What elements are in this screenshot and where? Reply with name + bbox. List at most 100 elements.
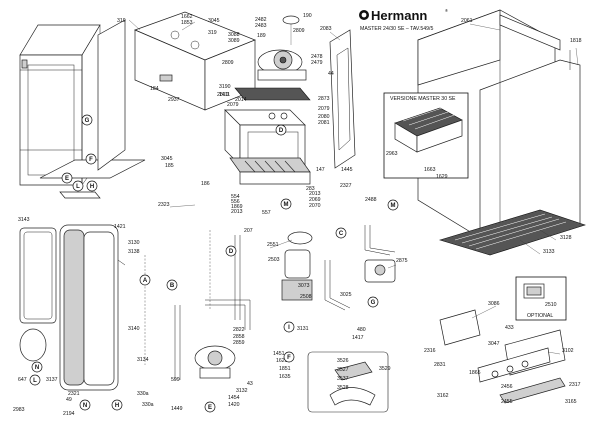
part-label: 3047 — [488, 341, 500, 347]
connection-callout: B — [166, 279, 178, 291]
part-label: 1417 — [352, 335, 364, 341]
part-label: 599 — [171, 377, 180, 383]
part-label: 2478 — [311, 54, 323, 60]
optional-box: 2510 OPTIONAL — [515, 276, 567, 321]
part-label: 3025 — [340, 292, 352, 298]
connection-callout: L — [29, 374, 41, 386]
part-label: 2508 — [300, 294, 312, 300]
hydraulic-group — [281, 231, 396, 301]
part-label: 2831 — [434, 362, 446, 368]
part-label: 2070 — [309, 203, 321, 209]
part-label: 2482 — [255, 17, 267, 23]
part-label: 2822 — [233, 327, 245, 333]
callout-letter: G — [371, 300, 376, 306]
part-label: 2323 — [158, 202, 170, 208]
inset-part-0: 2963 — [386, 151, 398, 157]
part-label: 1853 — [181, 20, 193, 26]
part-label: 2456 — [501, 384, 513, 390]
callout-circle — [111, 399, 123, 411]
part-label: 1451 — [273, 351, 285, 357]
part-label: 3529 — [379, 366, 391, 372]
callout-circle — [81, 114, 93, 126]
optional-label: OPTIONAL — [527, 313, 553, 319]
callout-circle — [275, 124, 287, 136]
part-label: 2061 — [461, 18, 473, 24]
part-label: 1449 — [171, 406, 183, 412]
callout-circle — [85, 153, 97, 165]
part-label: 2873 — [318, 96, 330, 102]
part-label: 2551 — [267, 242, 279, 248]
part-label: 433 — [505, 325, 514, 331]
part-label: 3088 — [228, 32, 240, 38]
part-label: 3128 — [560, 235, 572, 241]
part-label: 2875 — [396, 258, 408, 264]
part-label: 3137 — [46, 377, 58, 383]
connection-callout: H — [86, 180, 98, 192]
leader-lines — [128, 19, 579, 355]
connection-callout: C — [335, 227, 347, 239]
callout-circle — [280, 198, 292, 210]
part-label: 554 — [231, 194, 240, 200]
part-label: 1818 — [570, 38, 582, 44]
callout-letter: F — [89, 157, 93, 163]
part-label: 3086 — [488, 301, 500, 307]
part-label: 330a — [137, 391, 149, 397]
callout-letter: C — [339, 231, 344, 237]
callout-letter: M — [391, 203, 396, 209]
part-label: 3527 — [337, 367, 349, 373]
connection-callout: M — [387, 199, 399, 211]
part-label: 1411 — [219, 92, 230, 98]
part-label: 319 — [208, 30, 217, 36]
part-label: 3190 — [219, 84, 231, 90]
connection-callout: I — [283, 321, 295, 333]
control-panel — [439, 309, 566, 404]
callout-letter: D — [229, 249, 234, 255]
part-label: 1635 — [279, 374, 291, 380]
part-label: 2488 — [365, 197, 377, 203]
callout-letter: M — [284, 202, 289, 208]
connection-callout: D — [275, 124, 287, 136]
part-label: 1421 — [114, 224, 126, 230]
part-label: 2327 — [340, 183, 352, 189]
part-label: 147 — [316, 167, 325, 173]
inset-part-2: 1629 — [436, 174, 448, 180]
connection-callout: M — [280, 198, 292, 210]
part-label: 2455 — [501, 399, 513, 405]
part-label: 3089 — [228, 38, 240, 44]
callout-letter: I — [288, 325, 290, 331]
part-label: 480 — [357, 327, 366, 333]
part-label: 3526 — [337, 358, 349, 364]
part-label: 3537 — [337, 376, 349, 382]
connection-callout: G — [81, 114, 93, 126]
part-label: 2013 — [309, 191, 321, 197]
part-label: 1420 — [228, 402, 240, 408]
callout-letter: N — [83, 403, 87, 409]
callout-circle — [29, 374, 41, 386]
part-label: 3045 — [161, 156, 173, 162]
part-label: 3133 — [543, 249, 555, 255]
part-label: 2859 — [233, 340, 245, 346]
callout-letter: B — [170, 283, 175, 289]
back-panel — [97, 19, 126, 171]
callout-circle — [86, 180, 98, 192]
callout-letter: D — [279, 128, 284, 134]
part-label: 2083 — [320, 26, 332, 32]
callout-letter: H — [115, 403, 119, 409]
part-label: 1851 — [279, 366, 291, 372]
connection-callout: G — [367, 296, 379, 308]
callout-circle — [79, 399, 91, 411]
bypass-assembly — [307, 351, 389, 413]
callout-circle — [367, 296, 379, 308]
callout-letter: F — [287, 355, 291, 361]
connection-callout: L — [72, 180, 84, 192]
connection-callout: E — [61, 172, 73, 184]
connection-callout: F — [283, 351, 295, 363]
part-label: 189 — [257, 33, 266, 39]
part-label: 3165 — [565, 399, 577, 405]
part-label: 3138 — [128, 249, 140, 255]
callout-letter: L — [33, 378, 37, 384]
part-label: 2080 — [318, 114, 330, 120]
part-label: 2013 — [231, 209, 243, 215]
